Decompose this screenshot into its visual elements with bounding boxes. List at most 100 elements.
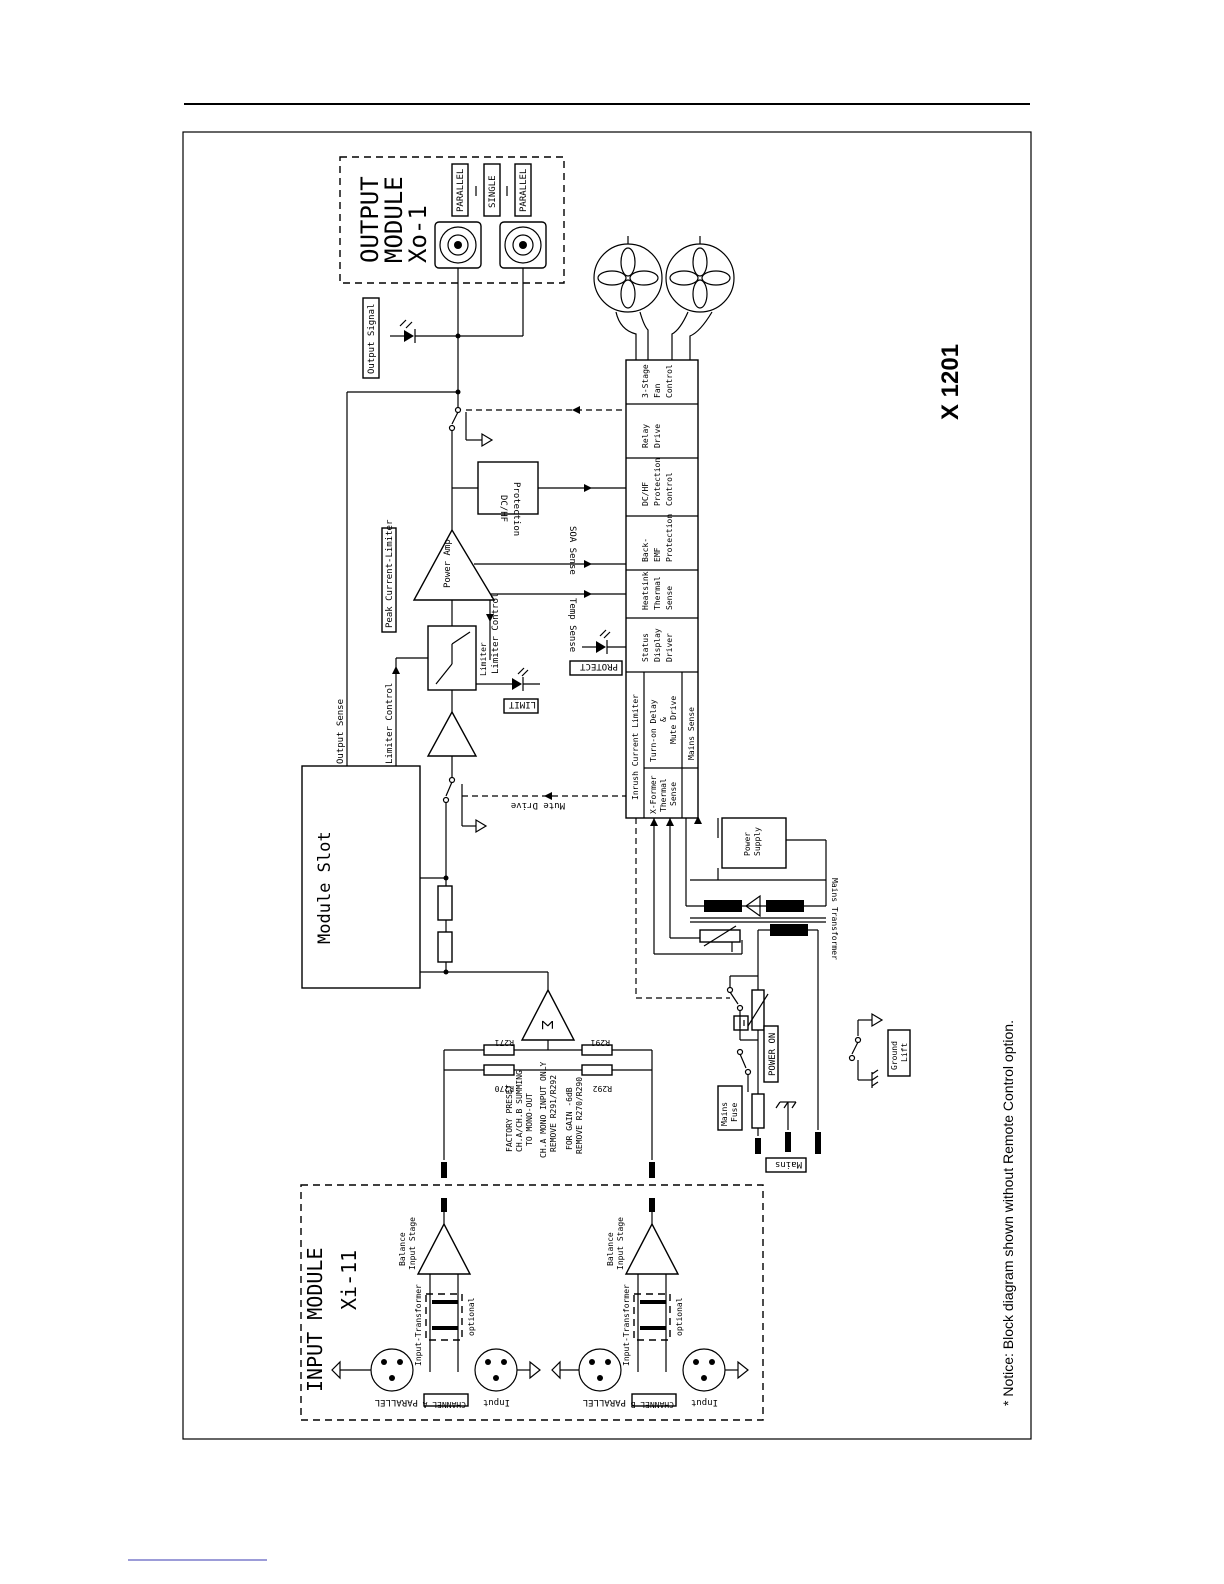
mono-input-2: REMOVE R291/R292 xyxy=(549,1075,558,1152)
control-block-1-line3: Control xyxy=(665,364,674,398)
mono-input-1: CH.A MONO INPUT ONLY xyxy=(539,1061,548,1158)
speakon-connector-2 xyxy=(499,221,547,269)
r292-label: R292 xyxy=(593,1084,612,1093)
control-block-6-line1: Status xyxy=(641,633,650,662)
power-amp: Power Amp SOA Sense Temp Sense xyxy=(412,526,626,660)
soa-sense-label: SOA Sense xyxy=(567,526,577,575)
output-signal-led: Output Signal xyxy=(362,297,460,379)
mains-transformer: Mains Transformer xyxy=(690,878,839,960)
lower-blocks: Inrush Current Limiter Turn-on Delay & M… xyxy=(631,694,696,814)
power-section xyxy=(635,816,827,999)
mains-fuse-label-1: Mains xyxy=(720,1102,729,1126)
earth-icon xyxy=(775,1101,797,1152)
power-on-switch[interactable]: POWER ON xyxy=(736,1025,779,1092)
module-slot: Module Slot xyxy=(301,765,421,989)
protect-label: PROTECT xyxy=(579,661,618,671)
factory-preset-1: FACTORY PRESET xyxy=(505,1084,514,1152)
control-block-6-line3: Driver xyxy=(665,633,674,662)
xformer-label-3: Sense xyxy=(669,782,678,806)
factory-preset-3: TO MONO-OUT xyxy=(525,1093,534,1146)
control-block-3-line2: Protection xyxy=(653,458,662,506)
limit-led: LIMIT xyxy=(476,667,540,714)
input-module: INPUT MODULE Xi-11 xyxy=(300,1184,764,1421)
control-block-3-line3: Control xyxy=(665,472,674,506)
mixing-resistors: R271 R270 R291 R292 xyxy=(441,1038,655,1178)
optional-a: optional xyxy=(467,1297,476,1336)
ground-lift-label-2: Lift xyxy=(900,1043,909,1062)
notice-text: * Notice: Block diagram shown without Re… xyxy=(1000,1020,1016,1406)
ground-lift-switch[interactable]: Ground Lift xyxy=(848,1012,911,1088)
balance-b-1: Balance xyxy=(606,1232,615,1266)
input-transformer-b: Input-Transformer xyxy=(622,1284,631,1366)
ground-lift-label-1: Ground xyxy=(890,1041,899,1070)
gain-2: REMOVE R270/R290 xyxy=(575,1077,584,1154)
control-block-5-line3: Sense xyxy=(665,586,674,610)
mains-sense-label: Mains Sense xyxy=(687,707,696,760)
summing-amp: Σ xyxy=(444,988,652,1051)
channel-a-label: CHANNEL A xyxy=(422,1400,466,1409)
power-supply-label-2: Supply xyxy=(753,827,762,856)
fan-2 xyxy=(665,236,735,360)
parallel-a-label: PARALLEL xyxy=(375,1397,418,1407)
limiter-label: Limiter xyxy=(479,642,488,676)
control-block-1-line1: 3-Stage xyxy=(641,364,650,398)
channel-b: Balance Input Stage Input-Transformer op… xyxy=(551,1217,749,1409)
output-module: OUTPUT MODULE Xo-1 PARALLEL SINGLE PARAL… xyxy=(339,156,565,284)
control-block-4-line1: Back- xyxy=(641,538,650,562)
r271-label: R271 xyxy=(495,1038,514,1047)
r291-label: R291 xyxy=(591,1038,610,1047)
limiter-block: Limiter Limiter Control xyxy=(385,600,488,766)
output-module-title-2: MODULE xyxy=(380,176,408,263)
diagram-frame xyxy=(182,131,1032,1440)
dc-hf-label-2: Protection xyxy=(511,482,521,536)
mains-transformer-label: Mains Transformer xyxy=(830,878,839,960)
balance-a-1: Balance xyxy=(398,1232,407,1266)
limit-label: LIMIT xyxy=(508,699,536,709)
mains-label: Mains xyxy=(775,1159,802,1169)
limiter-control-left-label: Limiter Control xyxy=(385,683,395,764)
balance-a-2: Input Stage xyxy=(408,1217,417,1270)
control-block-6-line2: Display xyxy=(653,628,662,662)
output-sense-label: Output Sense xyxy=(336,699,346,764)
control-block-5-line2: Thermal xyxy=(653,576,662,610)
control-column xyxy=(625,359,699,819)
factory-preset-notes: FACTORY PRESET CH.A/CH.B SUMMING TO MONO… xyxy=(505,1061,584,1158)
parallel-b-label: PARALLEL xyxy=(583,1397,626,1407)
power-amp-label: Power Amp xyxy=(443,539,453,588)
power-supply-label-1: Power xyxy=(743,832,752,856)
output-module-title-1: OUTPUT xyxy=(356,176,384,263)
balance-b-2: Input Stage xyxy=(616,1217,625,1270)
preamp-triangle xyxy=(426,710,478,757)
temp-sense-label: Temp Sense xyxy=(567,598,577,652)
turn-on-label-3: Mute Drive xyxy=(669,696,678,744)
fan-1 xyxy=(593,236,663,360)
output-relay-switch xyxy=(448,392,494,530)
output-module-title-3: Xo-1 xyxy=(404,205,432,263)
input-module-title-2: Xi-11 xyxy=(337,1250,361,1310)
factory-preset-2: CH.A/CH.B SUMMING xyxy=(515,1070,524,1152)
control-block-4-line3: Protection xyxy=(665,514,674,562)
mute-relay-switch: Mute Drive xyxy=(442,776,626,878)
gain-1: FOR GAIN -6dB xyxy=(565,1087,574,1150)
mains-fuse: Mains Fuse xyxy=(717,1085,765,1136)
mains-fuse-label-2: Fuse xyxy=(730,1103,739,1122)
input-a-label: Input xyxy=(483,1397,510,1407)
turn-on-label-1: Turn-on Delay xyxy=(649,699,658,762)
inrush-switch xyxy=(726,975,769,1041)
thermal-resistor xyxy=(699,925,741,952)
r270-label: R270 xyxy=(495,1084,514,1093)
protect-led: PROTECT xyxy=(569,629,626,676)
tag-parallel-top: PARALLEL xyxy=(456,169,466,212)
control-block-3-line1: DC/HF xyxy=(641,482,650,506)
channel-b-label: CHANNEL B xyxy=(630,1400,674,1409)
control-block-4-line2: EMF xyxy=(653,547,662,562)
optional-b: optional xyxy=(675,1297,684,1336)
xformer-label-2: Thermal xyxy=(659,778,668,812)
tag-single: SINGLE xyxy=(488,175,498,208)
control-block-2-line2: Drive xyxy=(653,424,662,448)
limiter-control-label: Limiter Control xyxy=(491,593,501,674)
channel-a: Balance Input Stage Input-Transformer op… xyxy=(331,1217,541,1409)
input-transformer-a: Input-Transformer xyxy=(414,1284,423,1366)
